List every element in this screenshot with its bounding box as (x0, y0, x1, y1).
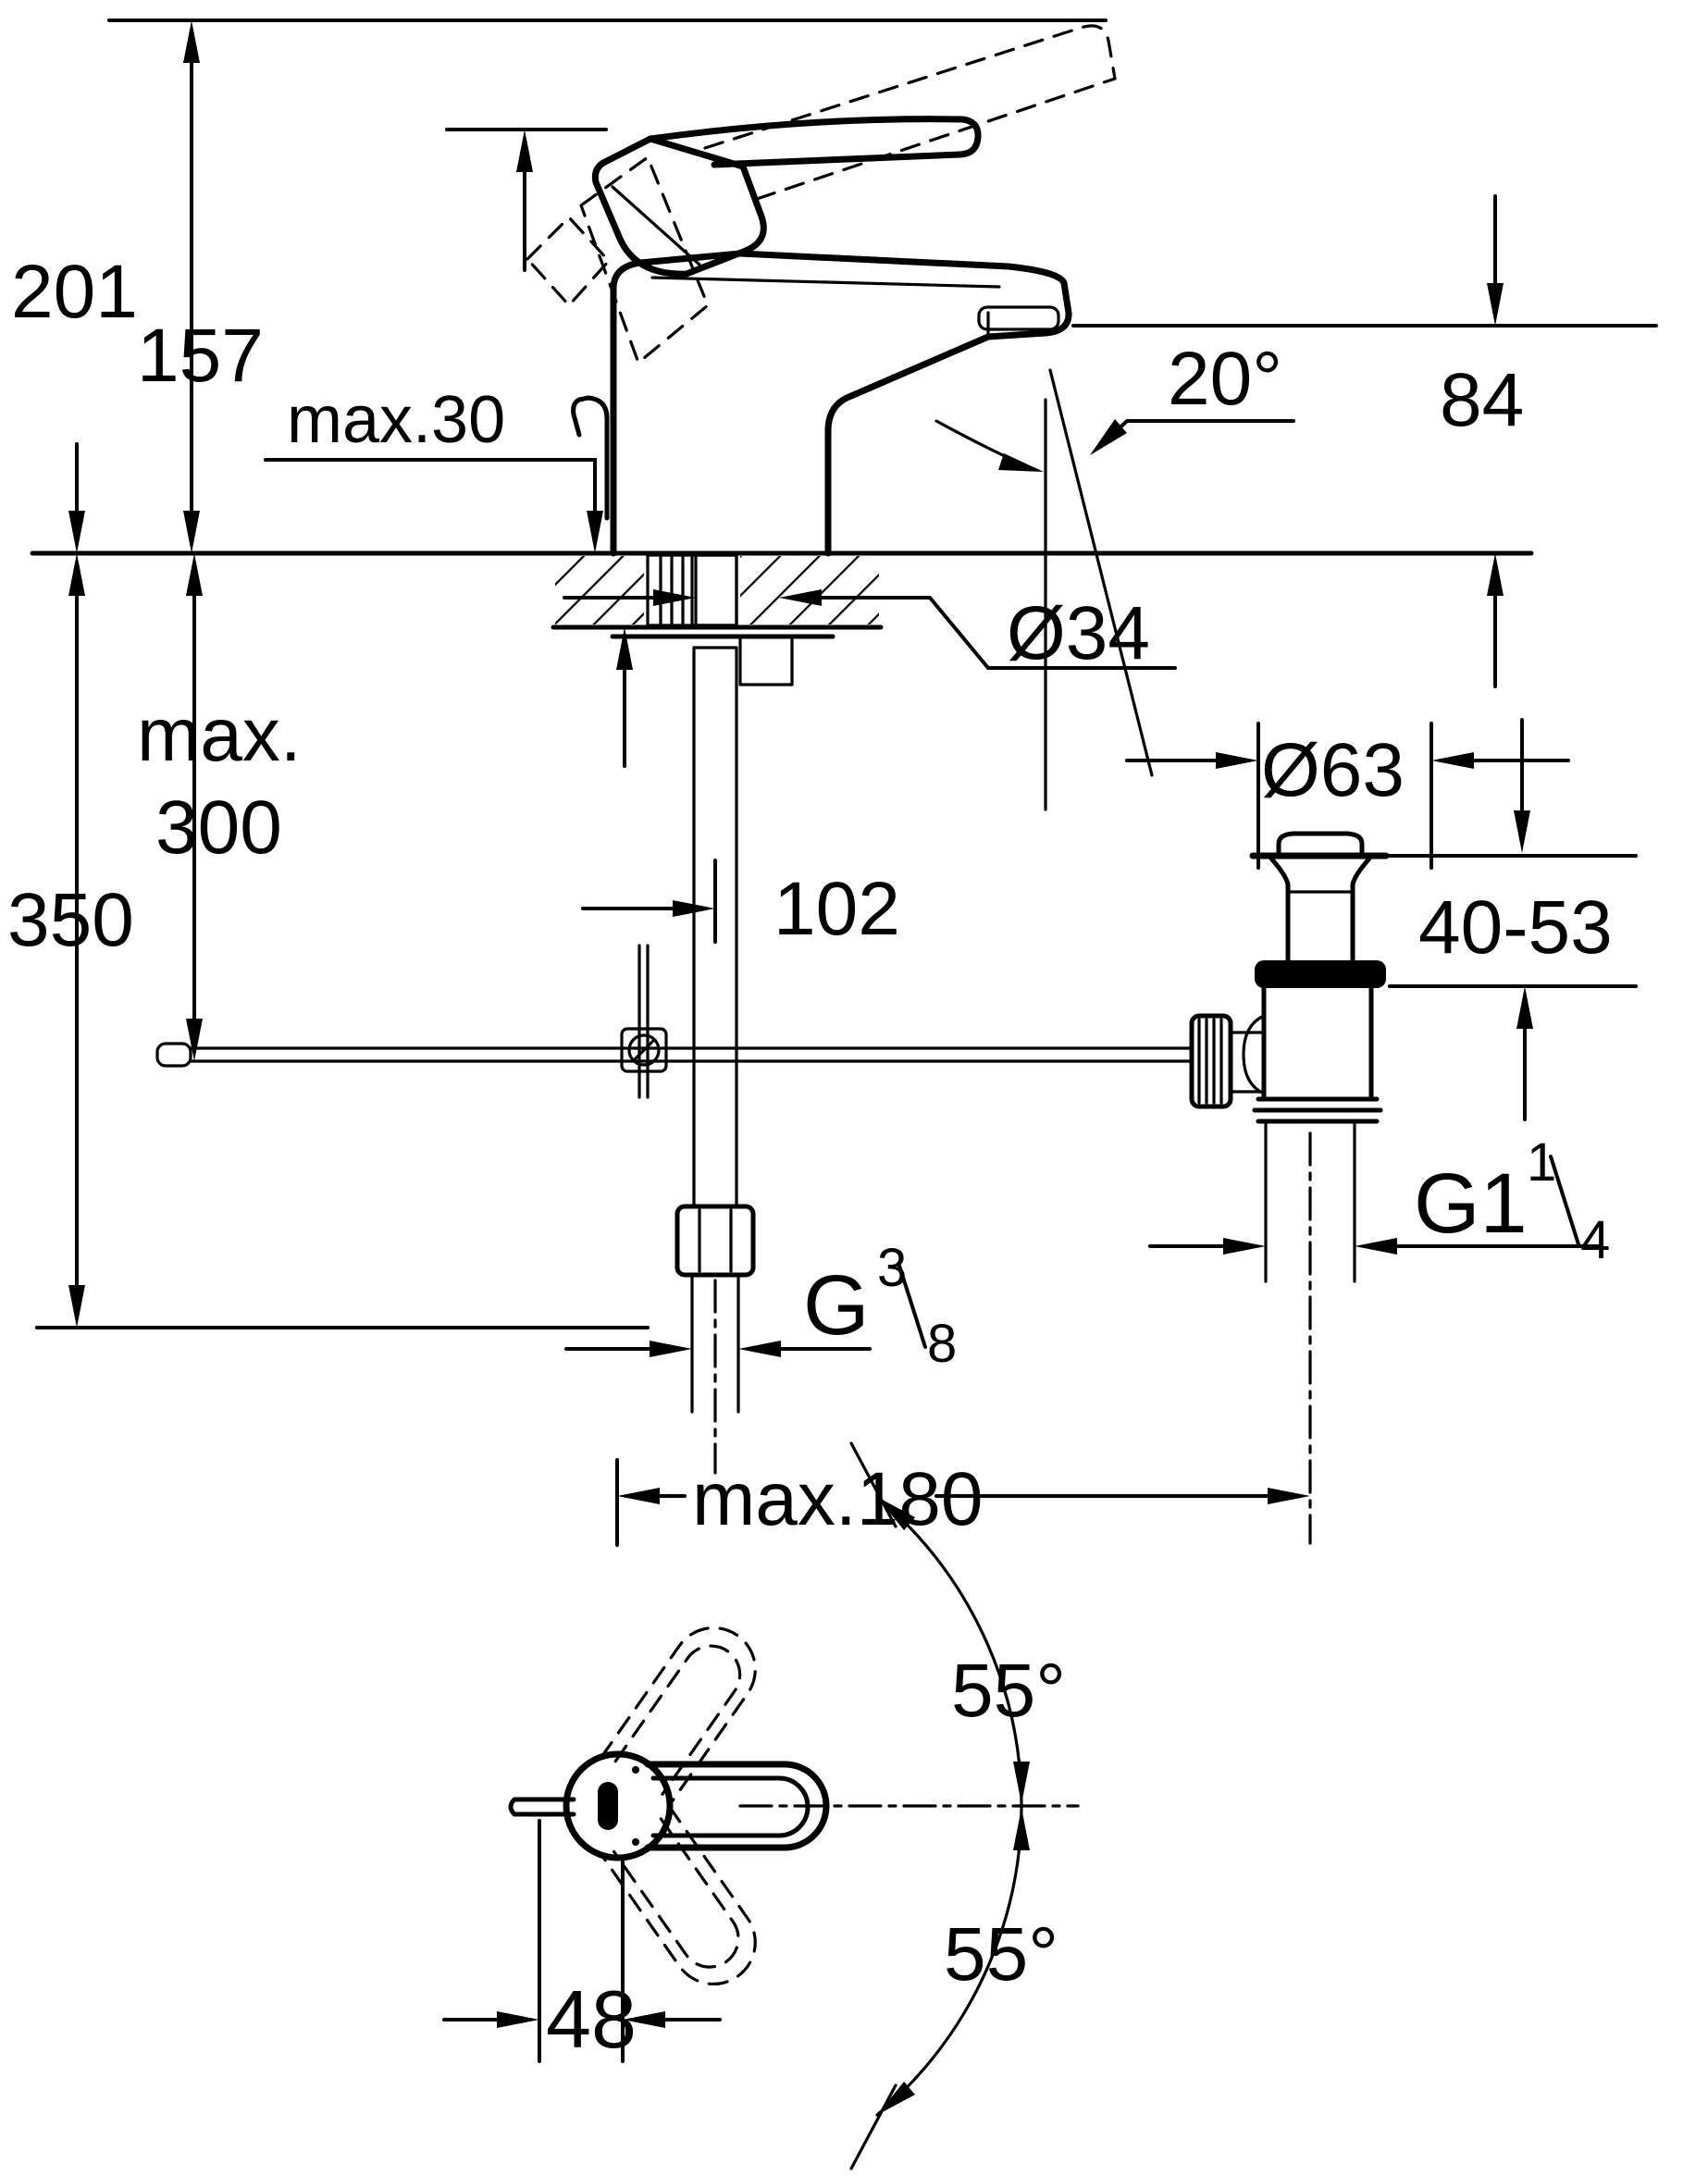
dim-201-label: 201 (11, 250, 138, 334)
dim-102-label: 102 (774, 867, 900, 951)
dim-dia34-label: Ø34 (1007, 591, 1150, 675)
dim-g38-sup: 3 (877, 1238, 907, 1298)
dimension-max180: max.180 (615, 1457, 1310, 1547)
dimension-157: 157 (137, 130, 533, 398)
dim-350-label: 350 (7, 878, 134, 962)
aerator-insert (977, 305, 1060, 331)
dim-g38-sub: 8 (927, 1314, 957, 1374)
handle-slot (598, 1782, 618, 1830)
waste-body-bulge (1242, 1014, 1266, 1095)
dimension-40-53: 40-53 (1388, 718, 1638, 1121)
waste-plug-cap (1276, 831, 1365, 856)
dim-84-label: 84 (1440, 358, 1524, 442)
dimension-max300: max. 300 (137, 553, 302, 1061)
underdeck-assembly (155, 553, 1194, 1475)
rubber-gasket (1255, 960, 1386, 988)
reference-lines (30, 19, 1658, 1329)
popup-rod-hook (571, 395, 610, 521)
dimension-48: 48 (442, 1819, 722, 2065)
jet-angle-line (1048, 368, 1154, 777)
dimension-dia34: Ø34 (563, 589, 1177, 675)
dimension-55-upper: 55° (849, 1441, 1066, 1806)
dim-dia63-label: Ø63 (1261, 728, 1405, 812)
dimension-84: 84 (1440, 194, 1524, 688)
dimension-201: 201 (11, 20, 200, 553)
mounting-nut (738, 635, 794, 686)
spout-top-edge (736, 250, 1072, 316)
dimension-55-lower: 55° (849, 1806, 1058, 2170)
dim-max300-word: max. (137, 693, 302, 777)
dim-g114-main: G1 (1414, 1156, 1528, 1251)
handle-lever-open-ghost (703, 24, 1117, 201)
dim-55-upper-label: 55° (951, 1649, 1066, 1733)
waste-body (1261, 985, 1374, 1102)
g38-nut (675, 1204, 756, 1278)
dimension-20deg: 20° (934, 337, 1295, 811)
spout-highlight-line (650, 276, 1001, 289)
dimension-350: 350 (7, 442, 134, 1328)
faucet-body-left-top (610, 250, 744, 557)
handle-knuckle (591, 135, 767, 278)
spout-tip-underside (984, 309, 1072, 340)
dim-20deg-label: 20° (1168, 337, 1282, 421)
dimension-g38: G 3 8 (564, 1238, 957, 1374)
deck-hatch-right (740, 556, 879, 624)
dim-157-label: 157 (137, 314, 264, 398)
popup-pin (508, 1797, 576, 1817)
dim-max180-label: max.180 (692, 1457, 984, 1541)
deck-section (555, 556, 879, 624)
dimension-dia63: Ø63 (1125, 722, 1570, 870)
dimension-g114: G1 1 4 (1148, 1132, 1610, 1270)
fitting-screw (627, 1033, 661, 1067)
dim-g114-sub: 4 (1580, 1210, 1610, 1270)
handle-head (563, 1750, 674, 1861)
lever-ghost-upper (599, 1626, 757, 1808)
drain-assembly (1189, 831, 1390, 1545)
handle-lever-closed (647, 116, 982, 168)
waste-neck (1269, 856, 1372, 963)
hose-through-deck (694, 553, 738, 627)
knurled-adjuster-nut (1189, 1013, 1233, 1109)
dimension-102: 102 (581, 859, 900, 951)
faucet-front-view (526, 24, 1117, 557)
knuckle-ghost-facet (526, 216, 611, 307)
dim-55-lower-label: 55° (944, 1912, 1058, 1997)
dim-48-label: 48 (546, 1973, 637, 2065)
rod-cross-fitting (620, 1027, 668, 1073)
plan-view: 55° 55° 48 (442, 1441, 1080, 2170)
lever-ghost-lower (599, 1804, 757, 1986)
dimension-max30: max.30 (264, 383, 633, 768)
rod-end-cap (155, 1042, 192, 1068)
dim-g38-main: G (803, 1258, 870, 1353)
dim-max30-label: max.30 (287, 383, 505, 457)
dim-40-53-label: 40-53 (1418, 885, 1613, 970)
dim-max300-value: 300 (155, 785, 282, 870)
deck-hatch-left (555, 556, 644, 624)
spout-underside-body-right (824, 333, 992, 557)
